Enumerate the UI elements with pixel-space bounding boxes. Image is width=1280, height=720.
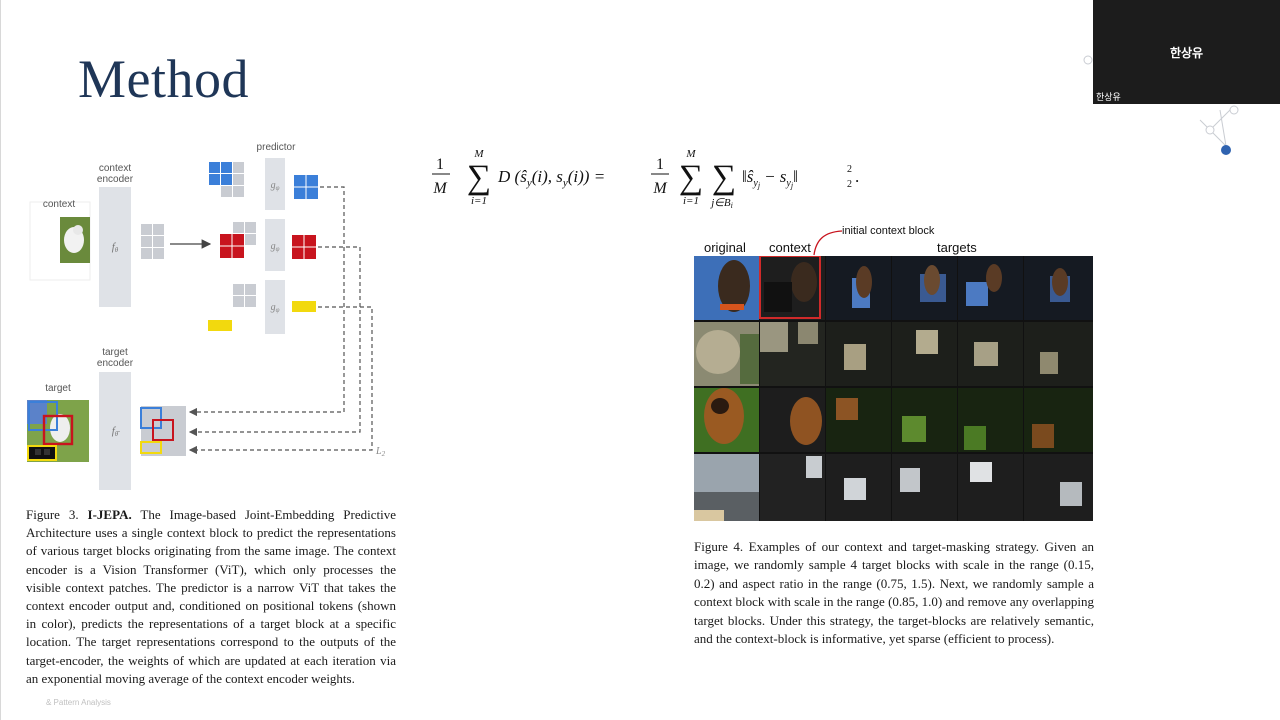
svg-text:i=1: i=1: [471, 195, 487, 207]
svg-text:1: 1: [436, 156, 444, 173]
predictor-row-red: [220, 219, 316, 271]
svg-text:gφ: gφ: [271, 302, 280, 314]
svg-text:M: M: [685, 148, 696, 160]
loss-connectors: [188, 186, 373, 455]
target-encoder-block: [99, 372, 131, 490]
figure-4-masking-grid: original context targets initial context…: [694, 222, 1094, 522]
svg-text:fθ: fθ: [112, 241, 119, 254]
row-dog: [694, 255, 1093, 320]
participant-name: 한상유: [1169, 46, 1204, 60]
predictor-label: predictor: [256, 142, 296, 153]
context-label: context: [42, 199, 76, 210]
video-participant-tile[interactable]: 한상유 한상유: [1093, 0, 1280, 104]
decorative-network-graphic: [1083, 55, 1239, 155]
participant-label: 한상유: [1096, 93, 1121, 103]
svg-text:M: M: [432, 180, 448, 197]
masking-examples-grid: [694, 255, 1093, 521]
svg-text:M: M: [473, 148, 484, 160]
svg-text:gφ: gφ: [271, 241, 280, 253]
svg-text:2: 2: [847, 179, 852, 190]
initial-context-block-callout: initial context block: [842, 225, 935, 237]
target-label: target: [45, 383, 71, 394]
svg-text:‖ŝyj− syj‖: ‖ŝyj− syj‖: [742, 167, 798, 190]
figure-3-caption: Figure 3. I-JEPA. The Image-based Joint-…: [26, 507, 397, 686]
column-header-context: context: [769, 240, 811, 255]
callout-arrow: [813, 230, 843, 256]
slide-left-border: [0, 0, 1, 720]
figure-4-caption: Figure 4. Examples of our context and ta…: [694, 539, 1094, 647]
predictor-row-yellow: [208, 280, 316, 334]
slide-footer: & Pattern Analysis: [46, 698, 111, 707]
context-encoder-label: context encoder: [96, 163, 134, 185]
row-boat: [694, 454, 1093, 521]
column-header-original: original: [704, 240, 746, 255]
ijepa-diagram-svg: fθ: [27, 158, 386, 490]
predictor-row-blue: [209, 158, 318, 210]
svg-text:∑: ∑: [679, 159, 703, 196]
context-tokens: [141, 224, 164, 259]
svg-text:i=1: i=1: [683, 195, 699, 207]
svg-text:1: 1: [656, 156, 664, 173]
slide-title: Method: [78, 49, 249, 109]
svg-text:fθ̄: fθ̄: [112, 425, 121, 438]
loss-formula: 1 M M ∑ i=1 D (ŝy(i), sy(i)) = 1 M M ∑ i…: [432, 142, 872, 212]
svg-text:L2: L2: [375, 446, 386, 458]
target-tokens: [140, 406, 186, 456]
svg-text:gφ: gφ: [271, 180, 280, 192]
svg-text:M: M: [652, 180, 668, 197]
svg-text:D (ŝy(i), sy(i)) =: D (ŝy(i), sy(i)) =: [497, 167, 605, 189]
target-encoder-label: target encoder: [96, 347, 134, 369]
svg-text:∑: ∑: [712, 159, 736, 196]
figure-3-diagram: fθ: [22, 132, 402, 502]
row-cat: [694, 322, 1093, 386]
svg-text:2: 2: [847, 164, 852, 175]
svg-text:j∈Bi: j∈Bi: [709, 197, 733, 210]
column-header-targets: targets: [937, 240, 977, 255]
svg-text:.: .: [855, 167, 859, 186]
row-boxer: [694, 388, 1093, 452]
svg-text:∑: ∑: [467, 159, 491, 196]
context-encoder-block: [99, 187, 131, 307]
